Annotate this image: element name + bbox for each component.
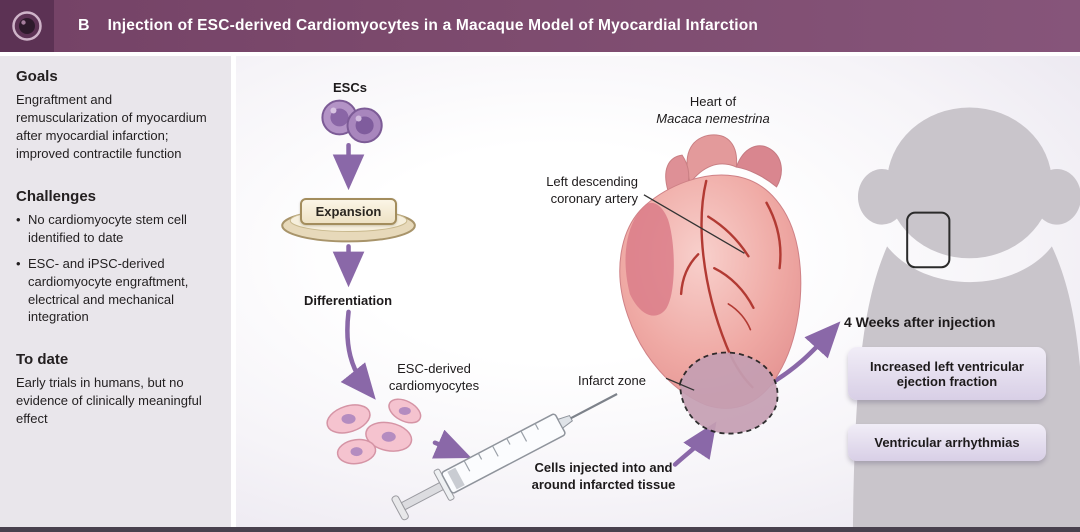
syringe-illustration: [391, 393, 618, 521]
goals-heading: Goals: [16, 68, 58, 85]
figure-body: Goals Engraftment and remuscularization …: [0, 52, 1080, 527]
challenges-list: No cardiomyocyte stem cell identified to…: [16, 211, 215, 327]
flow-arrow-differentiation-to-cells: [340, 309, 376, 400]
infarct-zone-label: Infarct zone: [578, 373, 646, 388]
panel-letter: B: [78, 17, 90, 34]
coronary-artery-label: Left descending coronary artery: [546, 174, 638, 206]
challenge-item: No cardiomyocyte stem cell identified to…: [16, 211, 215, 247]
escs-label: ESCs: [333, 80, 367, 95]
outcome-box-arrhythmias: Ventricular arrhythmias: [848, 424, 1046, 461]
to-date-text: Early trials in humans, but no evidence …: [16, 375, 202, 427]
heart-illustration: [619, 134, 802, 435]
cells-injected-label: Cells injected into and around infarcted…: [531, 460, 676, 492]
to-date-heading: To date: [16, 351, 69, 369]
heart-label: Heart of Macaca nemestrina: [633, 94, 793, 127]
species-text: Macaca nemestrina: [656, 110, 770, 126]
heart-of-text: Heart of: [689, 94, 737, 109]
infarct-zone-region: [679, 351, 779, 435]
cardiomyocyte-cells-illustration: [326, 398, 422, 465]
figure-bottom-border: [0, 527, 1080, 532]
figure-title: Injection of ESC-derived Cardiomyocytes …: [107, 17, 759, 34]
flow-arrow-cells-to-syringe: [431, 429, 472, 459]
chest-device-outline: [906, 211, 951, 269]
challenges-section: Challenges No cardiomyocyte stem cell id…: [16, 188, 215, 327]
figure-header: B Injection of ESC-derived Cardiomyocyte…: [0, 0, 1080, 52]
four-weeks-label: 4 Weeks after injection: [844, 314, 996, 330]
goals-section: Goals Engraftment and remuscularization …: [16, 68, 215, 163]
logo-box: [0, 0, 54, 52]
esc-cells-illustration: [321, 99, 383, 144]
to-date-section: To date Early trials in humans, but no e…: [16, 351, 215, 428]
flow-arrow-injection-to-infarct: [672, 421, 717, 467]
infarct-pointer-line: [665, 377, 695, 391]
coronary-pointer-line: [643, 194, 745, 254]
sidebar: Goals Engraftment and remuscularization …: [0, 52, 236, 527]
expansion-step-box: Expansion: [300, 198, 397, 225]
cardiomyocytes-label: ESC-derived cardiomyocytes: [388, 361, 480, 393]
outcome-box-ejection-fraction: Increased left ventricular ejection frac…: [848, 347, 1046, 400]
target-circle-icon: [12, 11, 42, 41]
illustration-canvas: ESCs Expansion Differentiation ESC-deriv…: [236, 52, 1080, 527]
differentiation-label: Differentiation: [303, 293, 393, 308]
goals-text: Engraftment and remuscularization of myo…: [16, 92, 207, 161]
challenges-heading: Challenges: [16, 187, 97, 205]
challenge-item: ESC- and iPSC-derived cardiomyocyte engr…: [16, 255, 215, 327]
